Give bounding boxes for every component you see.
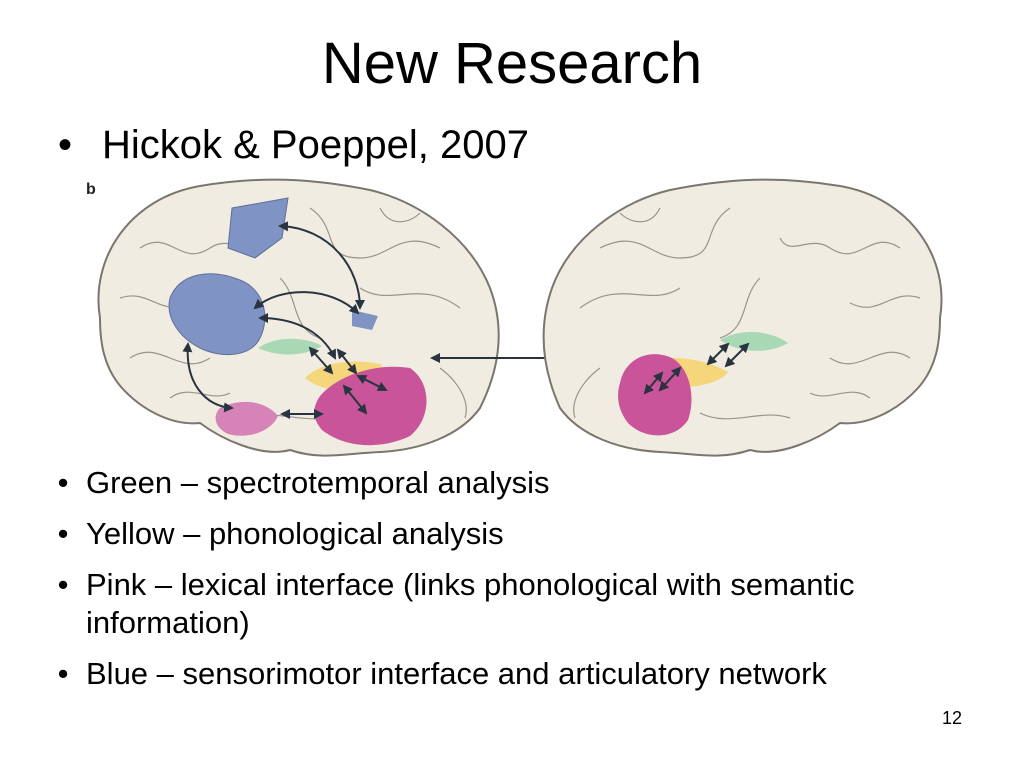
legend-item-yellow: • Yellow – phonological analysis [40, 515, 1000, 553]
left-blue-region-upper [227, 197, 289, 259]
legend-text: Yellow – phonological analysis [86, 516, 504, 551]
left-blue-region-parietal [352, 310, 378, 330]
bullet-dot: • [58, 123, 73, 167]
legend-item-green: • Green – spectrotemporal analysis [40, 464, 1000, 502]
slide-title: New Research [321, 31, 703, 96]
left-connection-arrows [182, 221, 388, 419]
legend-item-blue: • Blue – sensorimotor interface and arti… [40, 655, 1000, 693]
left-hemisphere [97, 178, 500, 457]
bullet-dot: • [57, 656, 69, 691]
right-gyri-lines [573, 207, 921, 420]
legend-text: Green – spectrotemporal analysis [86, 465, 550, 500]
panel-label: b [86, 181, 96, 198]
legend-text: Pink – lexical interface (links phonolog… [86, 567, 855, 640]
legend-item-pink: • Pink – lexical interface (links phonol… [40, 566, 1000, 642]
right-brain-outline [542, 178, 943, 457]
citation-bullet: • Hickok & Poeppel, 2007 [58, 120, 529, 170]
right-connection-arrows [643, 342, 750, 395]
bullet-dot: • [57, 516, 69, 551]
citation-text: Hickok & Poeppel, 2007 [102, 123, 529, 167]
legend-bullet-list: • Green – spectrotemporal analysis • Yel… [40, 464, 1000, 706]
brain-diagram: b [86, 178, 943, 457]
slide-number: 12 [941, 708, 962, 728]
left-pink-region [314, 366, 427, 446]
right-pink-region [618, 354, 692, 436]
bullet-dot: • [57, 465, 69, 500]
right-hemisphere [542, 178, 943, 457]
legend-text: Blue – sensorimotor interface and articu… [86, 656, 827, 691]
bullet-dot: • [57, 567, 69, 602]
brain-figure: b [60, 168, 980, 468]
